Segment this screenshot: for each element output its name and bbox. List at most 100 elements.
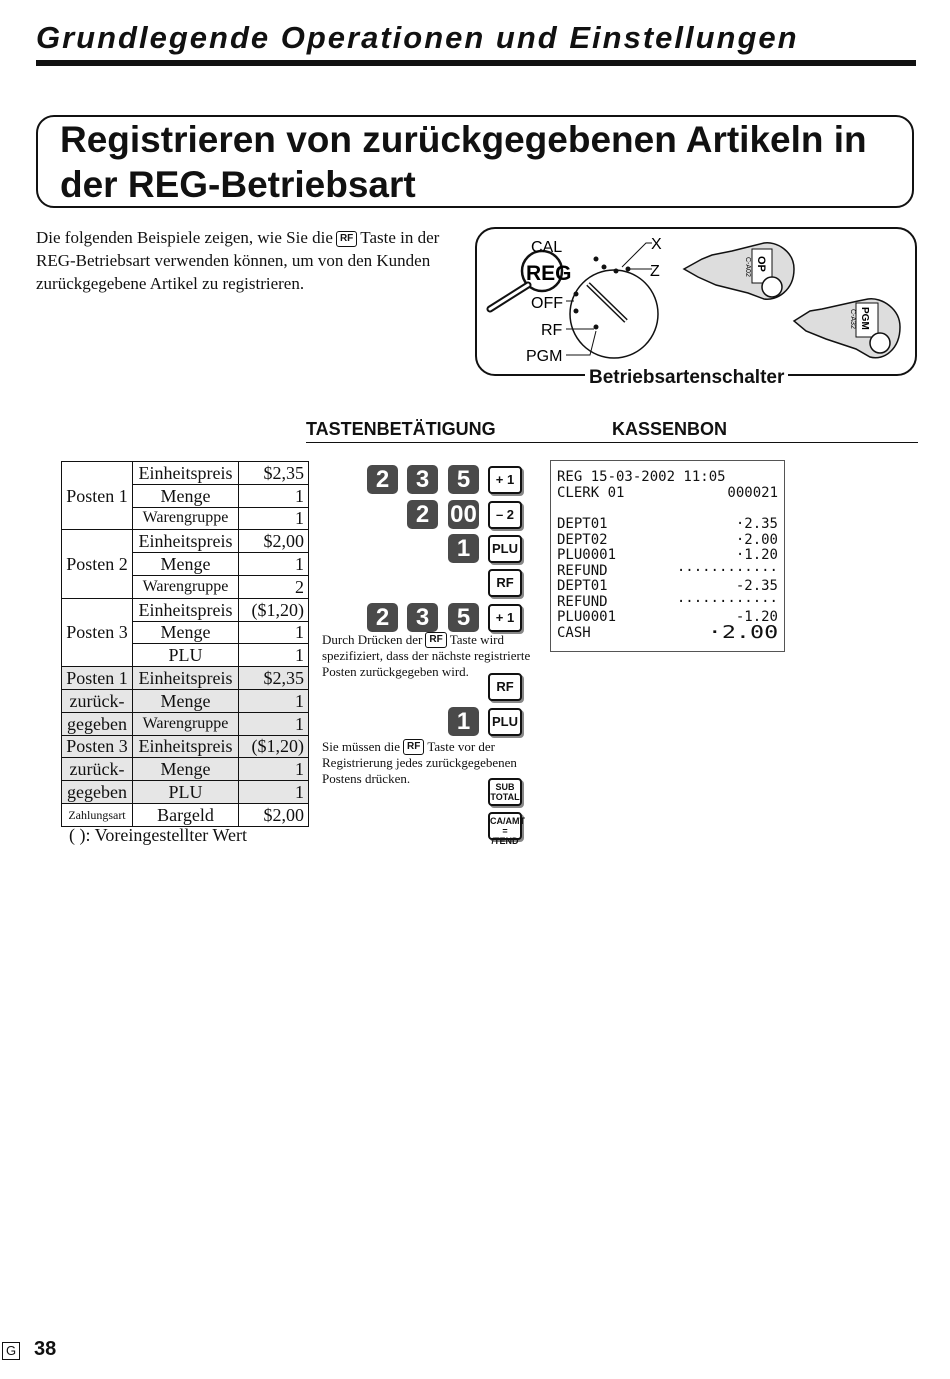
dept1-key[interactable]: + 1 — [488, 604, 522, 632]
pgm-key-code: C-A32 — [849, 309, 856, 329]
plu-key[interactable]: PLU — [488, 708, 522, 736]
mode-switch-illustration: CAL REG OFF RF PGM X Z OP C-A02 PGM C-A3… — [486, 236, 901, 365]
table-footnote: ( ): Voreingestellter Wert — [69, 825, 248, 845]
chapter-title: Grundlegende Operationen und Einstellung… — [36, 20, 799, 55]
item-cell: zurück- — [61, 688, 133, 713]
value-cell: 1 — [238, 620, 309, 645]
pos-cal-label: CAL — [531, 239, 562, 256]
pos-z-label: Z — [650, 263, 660, 280]
rf-key[interactable]: RF — [488, 569, 522, 597]
item-cell: Posten 3 — [61, 597, 133, 668]
receipt-left: DEPT01 — [557, 578, 608, 594]
receipt-header: KASSENBON — [612, 419, 728, 439]
prop-cell: PLU — [132, 780, 239, 804]
pos-off-label: OFF — [531, 295, 563, 312]
prop-cell: Menge — [132, 757, 239, 782]
dept1-key[interactable]: + 1 — [488, 466, 522, 494]
numeric-key[interactable]: 00 — [448, 500, 479, 529]
prop-cell: PLU — [132, 643, 239, 668]
note1-after: Taste wird spezifiziert, dass der nächst… — [322, 632, 531, 679]
receipt-left: PLU0001 — [557, 609, 617, 625]
pgm-key-icon: PGM C-A32 — [792, 298, 901, 359]
receipt-line: PLU0001 -1.20 — [557, 609, 778, 625]
prop-cell: Menge — [132, 483, 239, 508]
pos-pgm-label: PGM — [526, 348, 562, 365]
rf-key-inline: RF — [425, 632, 447, 648]
prop-cell: Warengruppe — [132, 506, 239, 531]
item-cell: zurück- — [61, 757, 133, 782]
prop-cell: Menge — [132, 688, 239, 713]
numeric-key[interactable]: 2 — [407, 500, 438, 529]
receipt-right: ·1.20 — [735, 547, 778, 563]
item-cell: gegeben — [61, 780, 133, 804]
receipt: REG 15-03-2002 11:05 CLERK 01 000021 DEPT… — [550, 460, 785, 652]
value-cell: $2,00 — [238, 529, 309, 554]
numeric-key[interactable]: 1 — [448, 534, 479, 563]
rf-key-inline: RF — [403, 739, 425, 755]
page-number: 38 — [34, 1338, 57, 1360]
item-cell: Posten 1 — [61, 666, 133, 690]
receipt-left: CLERK 01 — [557, 485, 625, 501]
value-cell: ($1,20) — [238, 597, 309, 622]
language-badge: G — [2, 1342, 20, 1360]
numeric-key[interactable]: 5 — [448, 603, 479, 632]
item-cell: Zahlungsart — [61, 802, 133, 827]
intro-before: Die folgenden Beispiele zeigen, wie Sie … — [36, 228, 333, 247]
prop-cell: Einheitspreis — [132, 597, 239, 622]
pos-rf-label: RF — [541, 322, 563, 339]
value-cell: 1 — [238, 552, 309, 576]
value-cell: 1 — [238, 757, 309, 782]
dept2-key[interactable]: – 2 — [488, 501, 522, 529]
value-cell: 1 — [238, 506, 309, 531]
intro-text: Die folgenden Beispiele zeigen, wie Sie … — [36, 226, 476, 295]
receipt-line: PLU0001·1.20 — [557, 547, 778, 563]
prop-cell: Einheitspreis — [132, 666, 239, 690]
receipt-right: -1.20 — [735, 609, 778, 625]
value-cell: $2,35 — [238, 666, 309, 690]
value-cell: 1 — [238, 780, 309, 804]
receipt-line: DEPT02·2.00 — [557, 532, 778, 548]
numeric-key[interactable]: 2 — [367, 603, 398, 632]
value-cell: $2,00 — [238, 802, 309, 827]
receipt-line: DEPT01·2.35 — [557, 516, 778, 532]
note2-before: Sie müssen die — [322, 739, 400, 754]
mode-switch-caption: Betriebsartenschalter — [585, 367, 789, 389]
numeric-key[interactable]: 3 — [407, 465, 438, 494]
numeric-key[interactable]: 2 — [367, 465, 398, 494]
rf-key[interactable]: RF — [488, 673, 522, 701]
prop-cell: Menge — [132, 620, 239, 645]
receipt-line: REFUND············ — [557, 563, 778, 579]
subtotal-line2: TOTAL — [490, 792, 520, 802]
note1-before: Durch Drücken der — [322, 632, 423, 647]
receipt-header-line: REG 15-03-2002 11:05 — [557, 469, 778, 485]
section-title-box — [36, 115, 914, 208]
op-key-label: OP — [755, 256, 767, 272]
plu-key[interactable]: PLU — [488, 535, 522, 563]
receipt-left: REG 15-03-2002 11:05 — [557, 469, 726, 485]
tender-key[interactable]: CA/AMT= /TEND — [488, 812, 525, 846]
note2-after: Taste vor der Registrierung jedes zurück… — [322, 739, 517, 786]
receipt-left: CASH — [557, 625, 591, 641]
op-key-icon: OP C-A02 — [682, 242, 795, 300]
pos-reg-label: REG — [526, 262, 572, 285]
rf-key-inline: RF — [335, 231, 358, 247]
receipt-right: ············ — [676, 594, 778, 610]
numeric-key[interactable]: 5 — [448, 465, 479, 494]
header-rule — [306, 442, 918, 443]
value-cell: 1 — [238, 643, 309, 668]
receipt-left: DEPT01 — [557, 516, 608, 532]
section-title: Registrieren von zurückgegebenen Artikel… — [60, 119, 867, 205]
item-cell: Posten 1 — [61, 460, 133, 531]
numeric-key[interactable]: 1 — [448, 707, 479, 736]
receipt-total-line: CASH·2.00 — [557, 624, 778, 642]
value-cell: ($1,20) — [238, 734, 309, 759]
item-cell: gegeben — [61, 711, 133, 736]
receipt-right: 000021 — [727, 485, 778, 501]
chapter-rule — [36, 60, 916, 66]
value-cell: 2 — [238, 574, 309, 599]
prop-cell: Einheitspreis — [132, 461, 239, 485]
numeric-key[interactable]: 3 — [407, 603, 438, 632]
tender-line2: = /TEND — [491, 826, 519, 846]
